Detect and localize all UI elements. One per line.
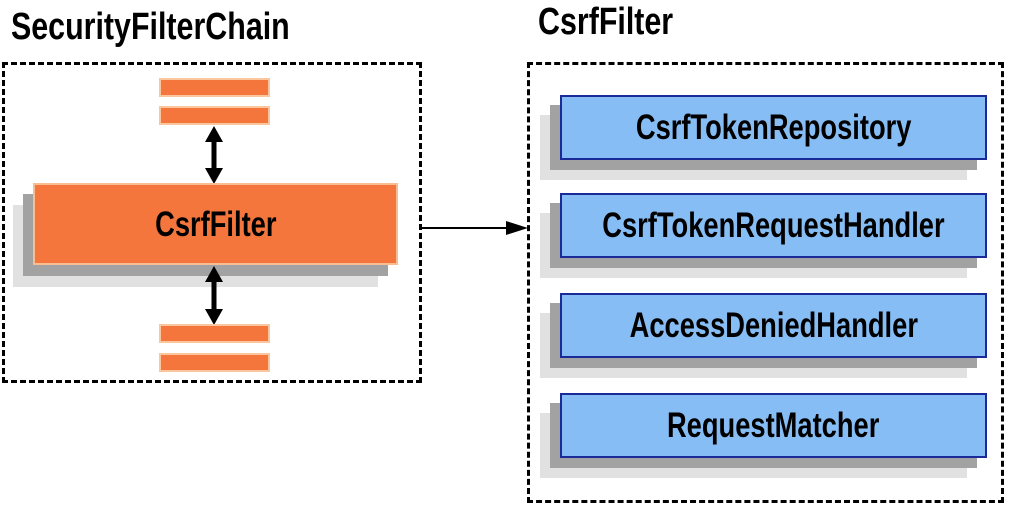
component-label: CsrfTokenRequestHandler [602, 206, 945, 245]
filter-placeholder-bar [159, 78, 270, 97]
csrf-filter-boundary [527, 62, 1004, 503]
filter-placeholder-bar [159, 324, 270, 343]
bidirectional-arrow-icon [205, 266, 223, 325]
csrf-filter-box-label: CsrfFilter [154, 204, 277, 244]
csrf-filter-box: CsrfFilter [33, 183, 398, 265]
component-box-access-denied-handler: AccessDeniedHandler [560, 293, 987, 358]
component-box-csrf-token-repository: CsrfTokenRepository [560, 95, 987, 160]
security-filter-chain-boundary [2, 62, 422, 383]
component-label: CsrfTokenRepository [635, 108, 912, 147]
component-box-csrf-token-request-handler: CsrfTokenRequestHandler [560, 193, 987, 258]
right-arrow-icon [422, 221, 528, 235]
bidirectional-arrow-icon [205, 126, 223, 184]
filter-placeholder-bar [159, 353, 270, 372]
component-label: RequestMatcher [667, 406, 880, 445]
security-filter-chain-title: SecurityFilterChain [11, 6, 290, 48]
component-label: AccessDeniedHandler [629, 306, 918, 345]
component-box-request-matcher: RequestMatcher [560, 393, 987, 458]
csrf-filter-title: CsrfFilter [538, 1, 674, 43]
filter-placeholder-bar [159, 106, 270, 125]
